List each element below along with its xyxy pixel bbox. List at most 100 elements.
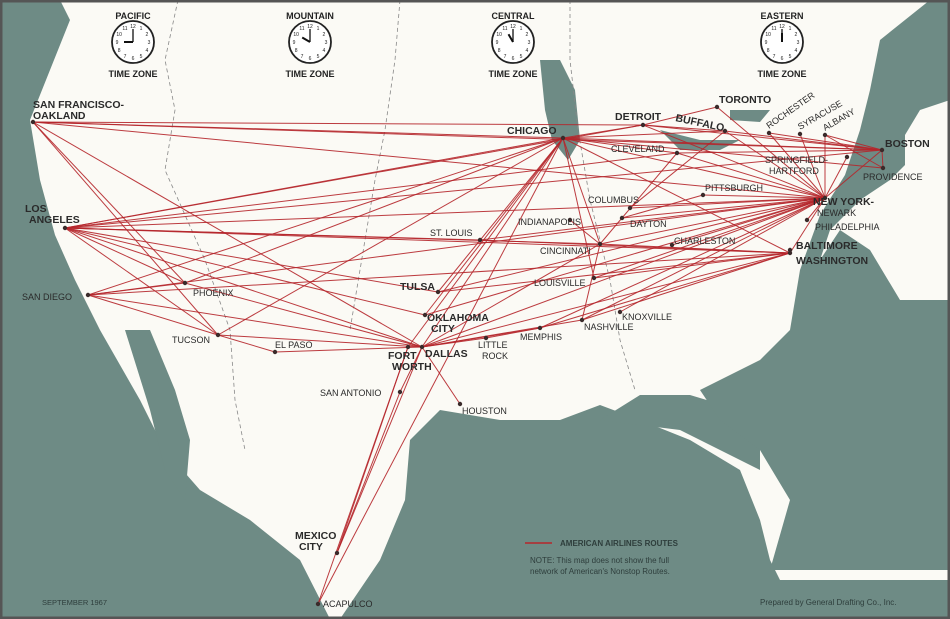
city-pvd[interactable]: PROVIDENCE: [863, 165, 923, 182]
city-cin[interactable]: CINCINNATI: [540, 241, 603, 256]
clock-numeral: 1: [789, 26, 792, 32]
city-aca[interactable]: ACAPULCO: [315, 599, 373, 609]
clock-numeral: 11: [299, 26, 304, 32]
city-bos[interactable]: BOSTON: [879, 138, 930, 153]
clock-numeral: 10: [116, 32, 122, 38]
city-label: SPRINGFIELD-: [765, 155, 828, 165]
route-nyc-lou: [593, 197, 826, 279]
clock-numeral: 7: [124, 54, 127, 60]
clock-numeral: 3: [528, 40, 531, 46]
route-tor-nyc: [716, 106, 826, 199]
route-was-mem: [539, 252, 791, 329]
city-phx[interactable]: PHOENIX: [182, 280, 234, 298]
city-label: NEW YORK-: [813, 196, 875, 208]
credit: Prepared by General Drafting Co., Inc.: [760, 598, 897, 607]
map-date: SEPTEMBER 1967: [42, 598, 107, 607]
city-dot: [640, 122, 646, 128]
city-sph[interactable]: SPRINGFIELD-HARTFORD: [765, 154, 850, 176]
route-tul-chi: [437, 137, 564, 293]
route-sf-det: [32, 121, 644, 126]
city-pit[interactable]: PITTSBURGH: [700, 183, 763, 198]
city-label-line2: CITY: [299, 541, 323, 553]
city-knox[interactable]: KNOXVILLE: [617, 309, 672, 322]
city-cle[interactable]: CLEVELAND: [611, 144, 680, 156]
gulf-of-california: [125, 330, 190, 500]
city-cha[interactable]: CHARLESTON: [669, 236, 736, 248]
city-tus[interactable]: TUCSON: [172, 332, 221, 345]
city-label: TORONTO: [719, 94, 771, 106]
city-day[interactable]: DAYTON: [619, 215, 667, 229]
city-sf[interactable]: SAN FRANCISCO-OAKLAND: [30, 99, 125, 125]
clock-numeral: 12: [307, 24, 313, 30]
city-lou[interactable]: LOUISVILLE: [534, 275, 597, 288]
city-dot: [537, 325, 543, 331]
city-label-line2: WORTH: [392, 361, 432, 373]
city-label: CHICAGO: [507, 125, 557, 137]
route-chi-lou: [562, 137, 595, 279]
route-chi-was: [562, 137, 791, 254]
clock-numeral: 9: [116, 40, 119, 46]
city-label: DALLAS: [425, 348, 468, 360]
city-label-line2: NEWARK: [817, 208, 856, 218]
city-mem[interactable]: MEMPHIS: [520, 325, 562, 342]
city-det[interactable]: DETROIT: [615, 111, 662, 128]
route-nyc-day: [621, 197, 826, 219]
clock-numeral: 4: [322, 48, 325, 54]
city-stl[interactable]: ST. LOUIS: [430, 228, 483, 243]
city-dot: [315, 601, 321, 607]
city-label: PHOENIX: [193, 288, 234, 298]
clock-numeral: 7: [301, 54, 304, 60]
city-phl[interactable]: PHILADELPHIA: [804, 217, 880, 232]
city-roc[interactable]: ROCHESTER: [764, 90, 817, 136]
city-dot: [182, 280, 188, 286]
city-sd[interactable]: SAN DIEGO: [22, 292, 91, 302]
route-sd-phx: [87, 282, 186, 296]
clock-hour-hand: [301, 36, 311, 43]
city-label: HOUSTON: [462, 406, 507, 416]
city-dot: [879, 147, 885, 153]
city-tul[interactable]: TULSA: [400, 281, 441, 295]
city-label: PHILADELPHIA: [815, 222, 880, 232]
route-alb-bos: [824, 134, 883, 151]
atlantic-ocean: [700, 0, 950, 570]
city-dot: [483, 335, 489, 341]
clock-numeral: 10: [765, 32, 771, 38]
route-bos-pvd: [881, 149, 884, 169]
city-bal[interactable]: BALTIMORE: [787, 240, 858, 253]
city-dot: [419, 344, 425, 350]
city-nyc[interactable]: NEW YORK-NEWARK: [813, 195, 875, 218]
city-dot: [560, 135, 566, 141]
city-elp[interactable]: EL PASO: [272, 340, 313, 355]
city-nash[interactable]: NASHVILLE: [579, 317, 634, 332]
city-dot: [215, 332, 221, 338]
city-dot: [844, 154, 850, 160]
city-label: CLEVELAND: [611, 144, 665, 154]
route-lr-dal: [421, 337, 487, 348]
city-label-line2: HARTFORD: [769, 166, 819, 176]
route-sd-tus: [87, 294, 219, 336]
clock-numeral: 11: [502, 26, 507, 32]
city-col[interactable]: COLUMBUS: [588, 195, 639, 211]
route-sd-chi: [87, 137, 564, 296]
city-dot: [30, 119, 36, 125]
clock-numeral: 1: [317, 26, 320, 32]
city-hou[interactable]: HOUSTON: [457, 401, 507, 416]
city-dal[interactable]: DALLAS: [419, 344, 468, 360]
city-label: KNOXVILLE: [622, 312, 672, 322]
route-sph-nyc: [824, 156, 848, 199]
city-was[interactable]: WASHINGTON: [787, 250, 868, 267]
city-chi[interactable]: CHICAGO: [507, 125, 566, 141]
city-sat[interactable]: SAN ANTONIO: [320, 388, 403, 398]
city-tor[interactable]: TORONTO: [714, 94, 771, 110]
city-dot: [422, 312, 428, 318]
clock-numeral: 2: [322, 32, 325, 38]
city-ind[interactable]: INDIANAPOLIS: [518, 217, 581, 227]
city-label: CHARLESTON: [674, 236, 735, 246]
city-label: SAN DIEGO: [22, 292, 72, 302]
